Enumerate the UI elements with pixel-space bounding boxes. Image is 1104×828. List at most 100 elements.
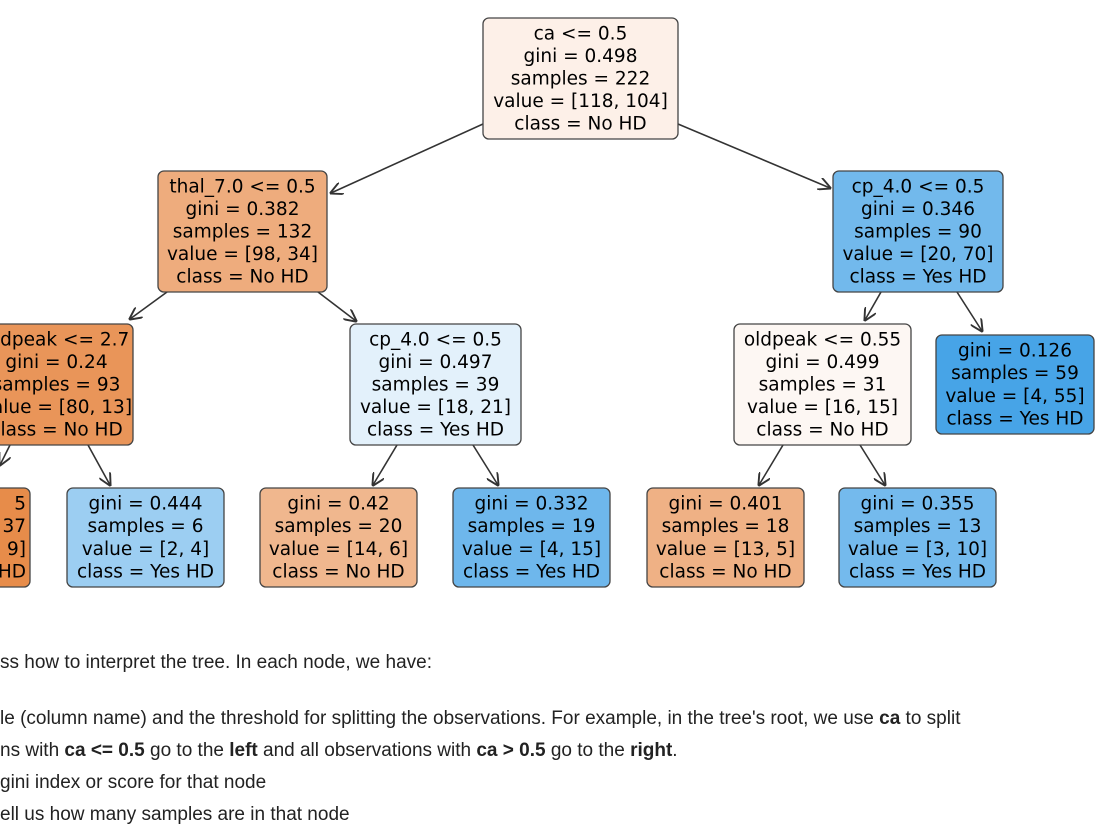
node-line: value = [13, 5] — [656, 539, 795, 560]
node-line: samples = 31 — [759, 375, 887, 396]
node-line: samples = 39 — [372, 375, 500, 396]
node-line: oldpeak <= 2.7 — [0, 329, 129, 350]
edge-r-to-rr — [956, 291, 982, 331]
node-line: 5 — [14, 494, 26, 515]
node-box — [349, 323, 522, 446]
node-line: 9] — [7, 539, 26, 560]
node-line: class = Yes HD — [849, 267, 986, 288]
node-line: class = No HD — [272, 561, 404, 582]
node-line: class = No HD — [659, 561, 791, 582]
edge-ll-to-llr — [87, 444, 110, 485]
node-line: value = [3, 10] — [848, 539, 987, 560]
node-line: samples = 93 — [0, 375, 120, 396]
node-line: gini = 0.401 — [669, 494, 783, 515]
node-line: gini = 0.444 — [89, 494, 203, 515]
node-line: class = Yes HD — [946, 408, 1083, 429]
node-line: gini = 0.497 — [379, 352, 493, 373]
node-line: oldpeak <= 0.55 — [744, 329, 901, 350]
node-line: value = [18, 21] — [360, 397, 511, 418]
node-line: gini = 0.499 — [766, 352, 880, 373]
node-box — [482, 17, 679, 140]
node-line: thal_7.0 <= 0.5 — [169, 176, 315, 197]
node-line: ca <= 0.5 — [534, 23, 628, 44]
node-line: cp_4.0 <= 0.5 — [852, 176, 985, 197]
node-line: gini = 0.382 — [186, 199, 300, 220]
node-line: value = [118, 104] — [493, 91, 668, 112]
node-line: class = No HD — [756, 420, 888, 441]
edge-lr-to-lrr — [472, 444, 498, 485]
node-line: 37 — [2, 516, 26, 537]
node-box — [733, 323, 912, 446]
bullet-condition-line-1: le (column name) and the threshold for s… — [0, 708, 961, 729]
node-box — [259, 487, 418, 588]
node-line: samples = 59 — [951, 363, 1079, 384]
node-line: cp_4.0 <= 0.5 — [369, 329, 502, 350]
node-line: gini = 0.498 — [524, 46, 638, 67]
node-line: samples = 18 — [662, 516, 790, 537]
node-line: value = [4, 55] — [945, 386, 1084, 407]
node-line: class = Yes HD — [849, 561, 986, 582]
node-line: samples = 132 — [173, 222, 312, 243]
node-box — [157, 170, 328, 293]
node-line: gini = 0.346 — [861, 199, 975, 220]
node-line: samples = 20 — [275, 516, 403, 537]
node-box — [832, 170, 1004, 293]
node-box — [935, 334, 1095, 435]
node-line: class = No HD — [0, 420, 123, 441]
node-line: gini = 0.126 — [958, 341, 1072, 362]
node-line: class = Yes HD — [463, 561, 600, 582]
edge-rl-to-rlr — [859, 444, 885, 485]
node-box — [452, 487, 611, 588]
node-box — [838, 487, 997, 588]
node-line: value = [80, 13] — [0, 397, 132, 418]
node-box — [66, 487, 225, 588]
node-line: class = No HD — [176, 267, 308, 288]
node-line: gini = 0.24 — [5, 352, 107, 373]
bullet-gini: gini index or score for that node — [0, 772, 267, 793]
node-line: gini = 0.332 — [475, 494, 589, 515]
node-box — [0, 487, 31, 588]
edge-ll-to-lll — [0, 444, 10, 465]
edge-r-to-rl — [865, 291, 882, 320]
node-line: class = Yes HD — [367, 420, 504, 441]
node-box — [646, 487, 805, 588]
node-line: samples = 13 — [854, 516, 982, 537]
node-line: class = Yes HD — [77, 561, 214, 582]
node-line: samples = 6 — [88, 516, 204, 537]
node-line: class = No HD — [514, 114, 646, 135]
bullet-condition-line-2: ns with ca <= 0.5 go to the left and all… — [0, 740, 678, 761]
edge-l-to-ll — [130, 291, 168, 319]
node-line: gini = 0.355 — [861, 494, 975, 515]
node-box — [0, 323, 134, 446]
edge-lr-to-lrl — [373, 444, 398, 485]
edge-root-to-r — [677, 123, 830, 188]
edge-root-to-l — [331, 123, 484, 193]
node-line: value = [20, 70] — [842, 244, 993, 265]
node-line: value = [16, 15] — [747, 397, 898, 418]
node-line: value = [4, 15] — [462, 539, 601, 560]
node-line: samples = 222 — [511, 69, 650, 90]
bullet-samples: ell us how many samples are in that node — [0, 804, 350, 825]
node-line: samples = 19 — [468, 516, 596, 537]
edge-l-to-lr — [317, 291, 356, 321]
intro-paragraph: ss how to interpret the tree. In each no… — [0, 652, 432, 673]
node-line: samples = 90 — [854, 222, 982, 243]
edge-rl-to-rll — [759, 444, 784, 485]
node-line: gini = 0.42 — [287, 494, 389, 515]
node-line: HD — [0, 561, 26, 582]
